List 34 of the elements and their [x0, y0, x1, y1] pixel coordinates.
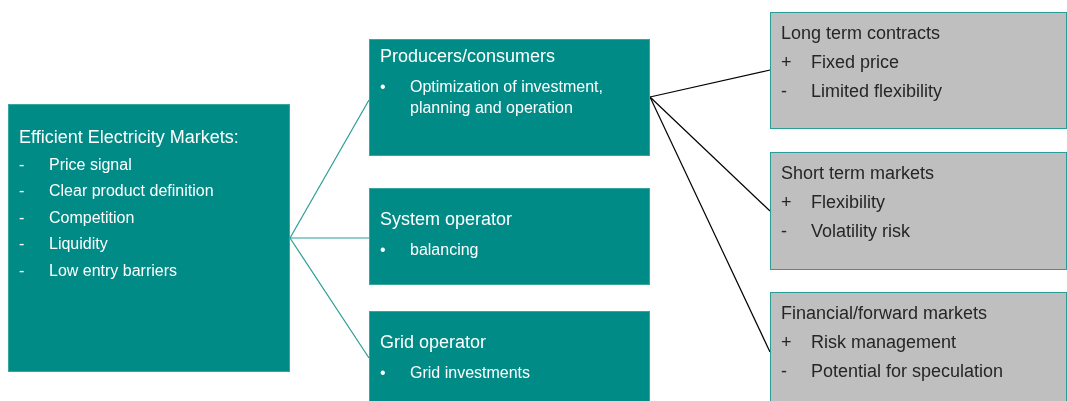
list-item: - Liquidity [19, 234, 109, 255]
list-item: • Optimization of investment, planning and operation [380, 76, 604, 119]
box-heading: Grid operator [380, 332, 488, 354]
list-item: - Volatility risk [781, 219, 912, 243]
process-box [369, 311, 650, 401]
connector-line [289, 237, 370, 239]
list-item: - Clear product definition [19, 181, 215, 202]
list-item: - Potential for speculation [781, 359, 1005, 383]
list-item: - Low entry barriers [19, 260, 179, 281]
box-heading: System operator [380, 209, 514, 231]
box-heading: Short term markets [781, 163, 936, 185]
market-box [770, 292, 1067, 401]
connector-line [289, 237, 370, 359]
box-heading: Financial/forward markets [781, 303, 989, 325]
list-item: • Grid investments [380, 362, 532, 383]
connector-line [649, 96, 771, 353]
list-item: + Fixed price [781, 50, 901, 74]
market-box [770, 152, 1067, 270]
list-item: + Risk management [781, 330, 958, 354]
process-box [8, 104, 290, 372]
market-box [770, 12, 1067, 129]
process-box [369, 188, 650, 285]
box-heading: Efficient Electricity Markets: [19, 127, 240, 149]
list-item: - Price signal [19, 154, 133, 175]
process-box [369, 39, 650, 156]
list-item: - Competition [19, 207, 136, 228]
connector-line [289, 99, 370, 239]
list-item: + Flexibility [781, 190, 886, 214]
box-heading: Long term contracts [781, 23, 942, 45]
connector-line [649, 96, 771, 212]
connector-line [649, 69, 771, 98]
list-item: - Limited flexibility [781, 79, 944, 103]
box-heading: Producers/consumers [380, 46, 557, 68]
list-item: • balancing [380, 239, 480, 260]
